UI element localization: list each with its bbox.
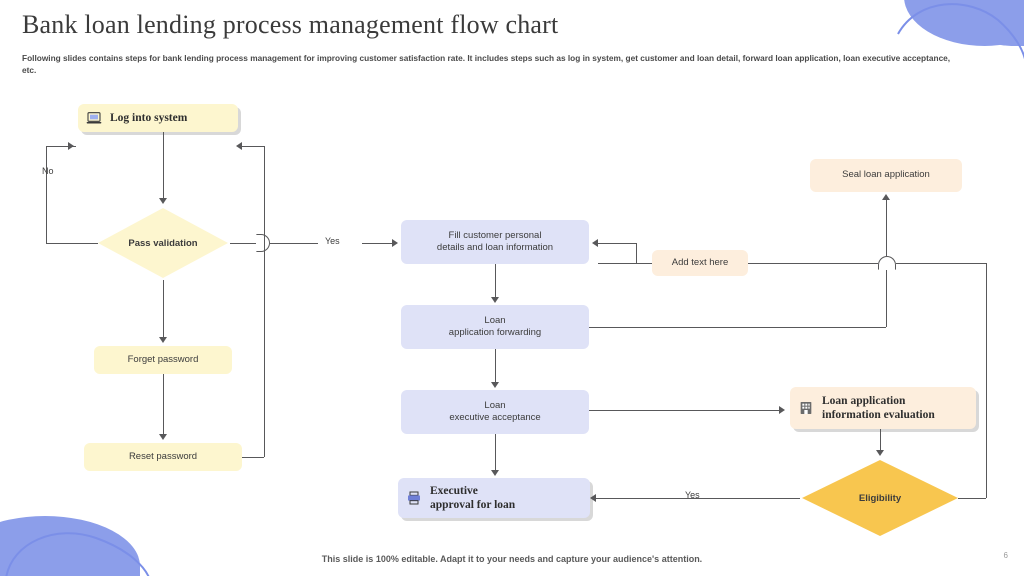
edge-executive-to-approval-arrow [491, 470, 499, 476]
edge-eligibility-right [958, 498, 986, 499]
edge-yes-seg3 [362, 243, 394, 244]
node-executive-approval-line1: Executive [430, 485, 478, 497]
edge-addtext-to-fill-h [598, 243, 636, 244]
node-reset-password-label: Reset password [128, 450, 198, 462]
edge-addtext-arrow [592, 239, 598, 247]
node-fill-customer-details-line2: details and loan information [436, 242, 554, 253]
node-loan-application-forwarding[interactable]: Loan application forwarding [401, 305, 589, 349]
edge-reset-arrow [236, 142, 242, 150]
edge-fill-to-forwarding-arrow [491, 297, 499, 303]
node-loan-application-information-evaluation[interactable]: Loan application information evaluation [790, 387, 976, 429]
edge-no-horizontal [46, 243, 98, 244]
footer-note: This slide is 100% editable. Adapt it to… [321, 554, 703, 564]
node-fill-customer-details[interactable]: Fill customer personal details and loan … [401, 220, 589, 264]
node-add-text-here-label: Add text here [671, 256, 729, 268]
node-seal-loan-application-label: Seal loan application [842, 169, 930, 181]
node-pass-validation[interactable]: Pass validation [96, 206, 230, 280]
edge-forwarding-to-executive [495, 349, 496, 382]
node-forget-password[interactable]: Forget password [94, 346, 232, 374]
node-reset-password[interactable]: Reset password [84, 443, 242, 471]
page-subtitle: Following slides contains steps for bank… [22, 53, 951, 75]
edge-forwarding-to-executive-arrow [491, 382, 499, 388]
edge-eligibility-up [986, 263, 987, 498]
pass-validation-shape [98, 208, 228, 278]
edge-reset-right [242, 457, 264, 458]
printer-icon [408, 491, 420, 505]
edge-to-seal-vertical [886, 200, 887, 256]
edge-no-arrow [68, 142, 74, 150]
edge-login-to-validation [163, 132, 164, 200]
page-title: Bank loan lending process management flo… [22, 10, 559, 39]
edge-addtext-right [748, 263, 878, 264]
edge-fill-to-forwarding [495, 264, 496, 297]
edge-login-to-validation-arrow [159, 198, 167, 204]
edge-eligibility-yes-right [660, 498, 800, 499]
edge-label-yes-validation: Yes [325, 236, 340, 246]
edge-reset-top [242, 146, 264, 147]
edge-eligibility-yes-left [596, 498, 668, 499]
edge-eval-to-eligibility [880, 429, 881, 451]
edge-label-no: No [42, 166, 54, 176]
edge-addtext-to-fill [598, 263, 652, 264]
edge-forget-to-reset [163, 374, 164, 434]
decorative-outline-bottom-left [5, 532, 150, 576]
node-loan-application-forwarding-line2: application forwarding [448, 327, 542, 338]
edge-validation-to-forget-arrow [159, 337, 167, 343]
edge-label-yes-eligibility: Yes [685, 490, 700, 500]
edge-reset-up [264, 146, 265, 457]
node-eligibility-label: Eligibility [858, 492, 902, 504]
edge-validation-to-forget [163, 280, 164, 338]
edge-addtext-hop [878, 256, 896, 270]
edge-yes-seg1 [230, 243, 256, 244]
node-forget-password-label: Forget password [127, 353, 199, 365]
node-loan-executive-acceptance[interactable]: Loan executive acceptance [401, 390, 589, 434]
edge-addtext-up [636, 243, 637, 264]
node-loan-executive-acceptance-line2: executive acceptance [449, 412, 541, 423]
edge-to-seal-arrow [882, 194, 890, 200]
node-executive-approval-for-loan[interactable]: Executive approval for loan [398, 478, 590, 518]
node-loan-application-forwarding-line1: Loan [484, 314, 506, 326]
page-number: 6 [1003, 551, 1008, 560]
edge-no-vertical [46, 146, 47, 243]
laptop-icon [86, 112, 102, 124]
edge-forwarding-up [886, 270, 887, 327]
node-log-into-system-label: Log into system [110, 112, 188, 124]
eligibility-shape [802, 460, 958, 536]
edge-yes-arrow [392, 239, 398, 247]
edge-executive-to-approval [495, 434, 496, 470]
node-loan-executive-acceptance-line1: Loan [484, 399, 506, 411]
edge-forwarding-right [589, 327, 886, 328]
node-log-into-system[interactable]: Log into system [78, 104, 238, 132]
edge-eligibility-yes-arrow [590, 494, 596, 502]
node-fill-customer-details-line1: Fill customer personal [448, 229, 542, 241]
node-executive-approval-line2: approval for loan [430, 499, 516, 511]
edge-forget-to-reset-arrow [159, 434, 167, 440]
edge-executive-to-eval [589, 410, 779, 411]
node-eligibility[interactable]: Eligibility [800, 458, 960, 538]
node-add-text-here[interactable]: Add text here [652, 250, 748, 276]
edge-executive-to-eval-arrow [779, 406, 785, 414]
edge-yes-hop [256, 234, 270, 252]
building-icon [800, 402, 812, 414]
edge-yes-seg2 [270, 243, 318, 244]
node-loan-app-info-eval-line1: Loan application [822, 395, 906, 407]
decorative-outline-top-right [897, 3, 1024, 60]
node-seal-loan-application[interactable]: Seal loan application [810, 159, 962, 192]
edge-eval-to-eligibility-arrow [876, 450, 884, 456]
edge-addtext-right2 [896, 263, 986, 264]
node-loan-app-info-eval-line2: information evaluation [822, 409, 935, 421]
edge-no-top-horizontal [46, 146, 76, 147]
node-pass-validation-label: Pass validation [128, 237, 198, 249]
